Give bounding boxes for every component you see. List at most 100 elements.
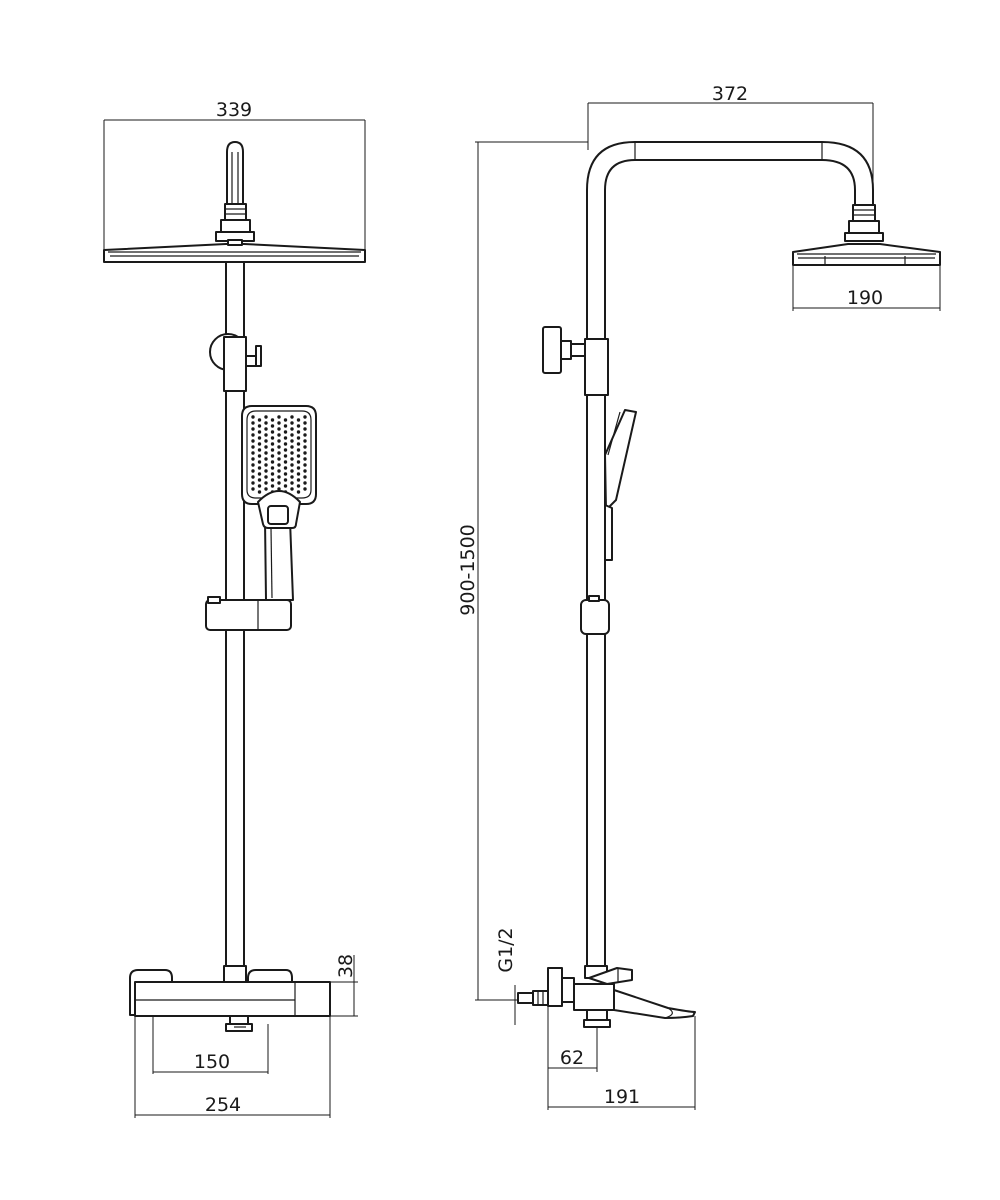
nozzle-dot — [270, 454, 275, 458]
nozzle-dot — [303, 481, 307, 485]
front-hand-shower — [241, 405, 317, 601]
dim-front-head-width: 339 — [103, 99, 366, 262]
nozzle-dot — [296, 478, 301, 482]
nozzle-dot — [257, 466, 262, 470]
nozzle-dot — [251, 487, 255, 491]
nozzle-dot — [270, 484, 275, 488]
nozzle-dot — [303, 415, 307, 419]
nozzle-dot — [283, 466, 288, 470]
nozzle-dot — [270, 448, 275, 452]
nozzle-dot — [257, 460, 262, 464]
nozzle-dot — [303, 421, 307, 425]
nozzle-dot — [251, 433, 255, 437]
dim-head-diameter: 190 — [792, 265, 941, 311]
nozzle-dot — [270, 478, 275, 482]
nozzle-grid — [251, 415, 307, 494]
nozzle-dot — [303, 427, 307, 431]
nozzle-dot — [251, 451, 255, 455]
nozzle-dot — [303, 469, 307, 473]
front-shower-arm — [215, 141, 255, 242]
side-riser-and-arm — [586, 141, 874, 969]
nozzle-dot — [251, 439, 255, 443]
dim-inlet-offset: 62 — [547, 1006, 598, 1110]
nozzle-dot — [264, 427, 268, 431]
dim-label-900-1500: 900-1500 — [457, 524, 479, 615]
nozzle-dot — [277, 433, 281, 437]
nozzle-dot — [290, 427, 294, 431]
dim-height-range: 900-1500 — [457, 141, 588, 1001]
nozzle-dot — [257, 448, 262, 452]
dim-inlet-spacing: 150 — [152, 1016, 269, 1074]
nozzle-dot — [264, 433, 268, 437]
dim-spout-reach: 191 — [548, 1016, 696, 1110]
nozzle-dot — [270, 472, 275, 476]
side-mixer — [517, 965, 696, 1028]
nozzle-dot — [283, 472, 288, 476]
nozzle-dot — [296, 472, 301, 476]
nozzle-dot — [290, 439, 294, 443]
dim-label-g12: G1/2 — [495, 927, 517, 972]
side-head-connector — [844, 204, 884, 242]
nozzle-dot — [277, 481, 281, 485]
nozzle-dot — [277, 475, 281, 479]
nozzle-dot — [303, 475, 307, 479]
nozzle-dot — [303, 457, 307, 461]
front-view: 339 — [103, 99, 366, 1118]
nozzle-dot — [257, 472, 262, 476]
dim-label-62: 62 — [560, 1047, 584, 1069]
front-mixer — [129, 965, 331, 1032]
nozzle-dot — [264, 445, 268, 449]
nozzle-dot — [283, 418, 288, 422]
dim-mixer-width: 254 — [134, 1016, 331, 1118]
nozzle-dot — [283, 436, 288, 440]
nozzle-dot — [303, 439, 307, 443]
dim-label-254: 254 — [205, 1094, 241, 1116]
dim-label-150: 150 — [194, 1051, 230, 1073]
nozzle-dot — [290, 421, 294, 425]
nozzle-dot — [270, 436, 275, 440]
nozzle-dot — [296, 454, 301, 458]
nozzle-dot — [303, 487, 307, 491]
nozzle-dot — [264, 463, 268, 467]
nozzle-dot — [283, 448, 288, 452]
dim-label-191: 191 — [604, 1086, 640, 1108]
nozzle-dot — [251, 469, 255, 473]
nozzle-dot — [296, 418, 301, 422]
nozzle-dot — [277, 469, 281, 473]
nozzle-dot — [296, 442, 301, 446]
nozzle-dot — [303, 463, 307, 467]
nozzle-dot — [270, 418, 275, 422]
nozzle-dot — [270, 424, 275, 428]
nozzle-dot — [251, 463, 255, 467]
nozzle-dot — [290, 487, 294, 491]
nozzle-dot — [251, 481, 255, 485]
nozzle-dot — [257, 424, 262, 428]
nozzle-dot — [283, 454, 288, 458]
nozzle-dot — [264, 439, 268, 443]
nozzle-dot — [283, 484, 288, 488]
dim-mixer-depth: 38 — [330, 954, 358, 1017]
dim-label-339: 339 — [216, 99, 252, 121]
nozzle-dot — [264, 451, 268, 455]
nozzle-dot — [257, 418, 262, 422]
nozzle-dot — [264, 469, 268, 473]
nozzle-dot — [290, 445, 294, 449]
nozzle-dot — [264, 457, 268, 461]
nozzle-dot — [296, 460, 301, 464]
nozzle-dot — [283, 478, 288, 482]
nozzle-dot — [277, 427, 281, 431]
nozzle-dot — [257, 430, 262, 434]
nozzle-dot — [257, 436, 262, 440]
nozzle-dot — [283, 430, 288, 434]
nozzle-dot — [277, 457, 281, 461]
nozzle-dot — [277, 439, 281, 443]
nozzle-dot — [290, 451, 294, 455]
front-diverter — [209, 333, 262, 392]
side-diverter — [542, 326, 609, 396]
nozzle-dot — [303, 451, 307, 455]
side-rain-head — [792, 243, 941, 266]
nozzle-dot — [251, 421, 255, 425]
nozzle-dot — [270, 460, 275, 464]
nozzle-dot — [290, 457, 294, 461]
